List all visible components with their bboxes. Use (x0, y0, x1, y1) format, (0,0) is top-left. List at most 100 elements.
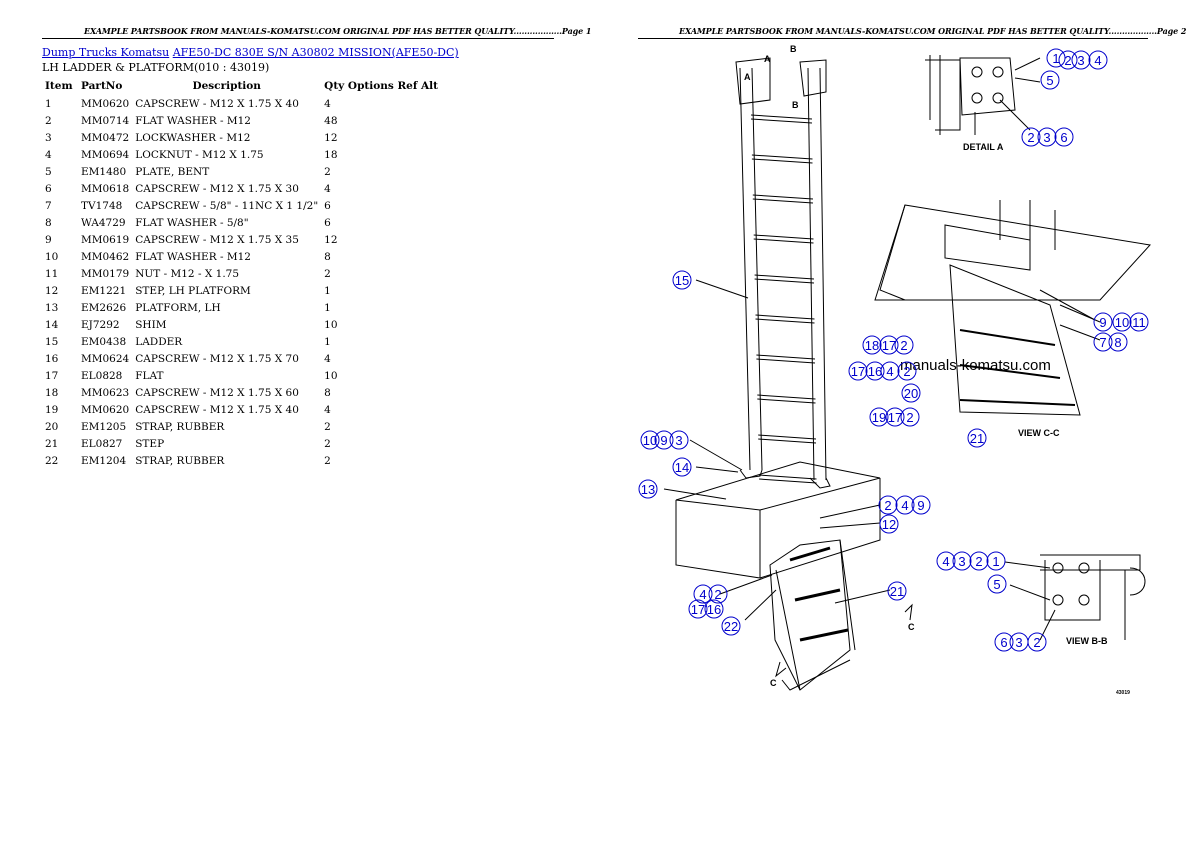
cell-item: 9 (45, 233, 52, 246)
cell-partno: EM2626 (81, 301, 127, 314)
callout-number: 17 (882, 338, 896, 353)
callout-marker: 13 (638, 479, 658, 499)
callout-number: 21 (890, 584, 904, 599)
platform-drawing (675, 461, 913, 691)
cell-partno: MM0620 (81, 97, 130, 110)
callout-number: 3 (1077, 53, 1084, 68)
cell-description: STEP (135, 437, 165, 450)
callout-marker: 10 (1112, 312, 1132, 332)
cell-description: LOCKNUT - M12 X 1.75 (135, 148, 264, 161)
cell-partno: MM0462 (81, 250, 130, 263)
cell-item: 5 (45, 165, 52, 178)
cell-qty: 2 (324, 165, 331, 178)
cell-item: 17 (45, 369, 59, 382)
callout-number: 17 (851, 364, 865, 379)
cell-partno: TV1748 (81, 199, 123, 212)
cell-qty: 48 (324, 114, 338, 127)
cell-description: CAPSCREW - M12 X 1.75 X 40 (135, 403, 299, 416)
parts-table: Item PartNo Description Qty Options Ref … (42, 77, 441, 469)
cell-qty: 8 (324, 250, 331, 263)
cell-qty: 12 (324, 131, 338, 144)
cell-qty: 2 (324, 454, 331, 467)
cell-qty: 1 (324, 301, 331, 314)
callout-number: 3 (1043, 130, 1050, 145)
label-view-cc: VIEW C-C (1018, 428, 1060, 438)
callout-marker: 2 (897, 361, 917, 381)
cell-qty: 1 (324, 335, 331, 348)
cell-item: 4 (45, 148, 52, 161)
cell-partno: EJ7292 (81, 318, 120, 331)
callout-marker: 4 (693, 584, 713, 604)
callout-marker: 16 (704, 599, 724, 619)
callout-number: 6 (1060, 130, 1067, 145)
callout-number: 3 (675, 433, 682, 448)
callout-marker: 7 (1093, 332, 1113, 352)
cell-description: FLAT WASHER - 5/8" (135, 216, 249, 229)
callout-number: 15 (675, 273, 689, 288)
callout-number: 3 (1015, 635, 1022, 650)
callout-marker: 18 (862, 335, 882, 355)
callout-marker: 5 (987, 574, 1007, 594)
cell-qty: 4 (324, 403, 331, 416)
cell-qty: 4 (324, 182, 331, 195)
callout-marker: 21 (887, 581, 907, 601)
cell-description: CAPSCREW - M12 X 1.75 X 60 (135, 386, 299, 399)
callout-number: 1 (992, 554, 999, 569)
callout-number: 21 (970, 431, 984, 446)
callout-marker: 21 (967, 428, 987, 448)
callout-number: 22 (724, 619, 738, 634)
callout-number: 4 (901, 498, 908, 513)
cell-partno: EL0827 (81, 437, 123, 450)
callout-marker: 14 (672, 457, 692, 477)
callout-number: 4 (942, 554, 949, 569)
callout-marker: 1 (986, 551, 1006, 571)
cell-partno: EL0828 (81, 369, 123, 382)
callout-marker: 3 (952, 551, 972, 571)
callout-marker: 9 (654, 430, 674, 450)
callout-marker: 3 (669, 430, 689, 450)
col-qty-options: Qty Options Ref Alt (324, 80, 439, 92)
callout-marker: 17 (879, 335, 899, 355)
cell-partno: MM0620 (81, 403, 130, 416)
page2-header: EXAMPLE PARTSBOOK FROM MANUALS-KOMATSU.C… (679, 26, 1187, 36)
section-title: LH LADDER & PLATFORM(010 : 43019) (42, 61, 270, 74)
callout-marker: 2 (969, 551, 989, 571)
callout-number: 17 (691, 602, 705, 617)
label-c-left: C (770, 678, 777, 688)
cell-description: FLAT (135, 369, 164, 382)
callout-marker: 22 (721, 616, 741, 636)
callout-number: 14 (675, 460, 689, 475)
callout-marker: 16 (865, 361, 885, 381)
breadcrumb-link-model[interactable]: AFE50-DC 830E S/N A30802 MISSION(AFE50-D… (172, 46, 459, 59)
callout-number: 19 (872, 410, 886, 425)
callout-number: 18 (865, 338, 879, 353)
view-bb-drawing (1004, 554, 1146, 641)
col-description: Description (192, 80, 261, 92)
page1-header: EXAMPLE PARTSBOOK FROM MANUALS-KOMATSU.C… (84, 26, 592, 36)
callout-marker: 15 (672, 270, 692, 290)
callout-number: 4 (699, 587, 706, 602)
callout-number: 5 (1046, 73, 1053, 88)
cell-item: 19 (45, 403, 59, 416)
callout-number: 11 (1132, 315, 1146, 330)
callout-marker: 1 (1046, 48, 1066, 68)
cell-description: LOCKWASHER - M12 (135, 131, 251, 144)
label-a-left: A (744, 72, 751, 82)
cell-qty: 2 (324, 420, 331, 433)
cell-description: LADDER (135, 335, 183, 348)
label-figure-number: 43019 (1116, 690, 1130, 696)
cell-qty: 4 (324, 97, 331, 110)
callout-number: 2 (900, 338, 907, 353)
callout-marker: 3 (1037, 127, 1057, 147)
breadcrumb-link-category[interactable]: Dump Trucks Komatsu (42, 46, 170, 59)
callout-number: 20 (904, 386, 918, 401)
cell-description: CAPSCREW - M12 X 1.75 X 35 (135, 233, 299, 246)
